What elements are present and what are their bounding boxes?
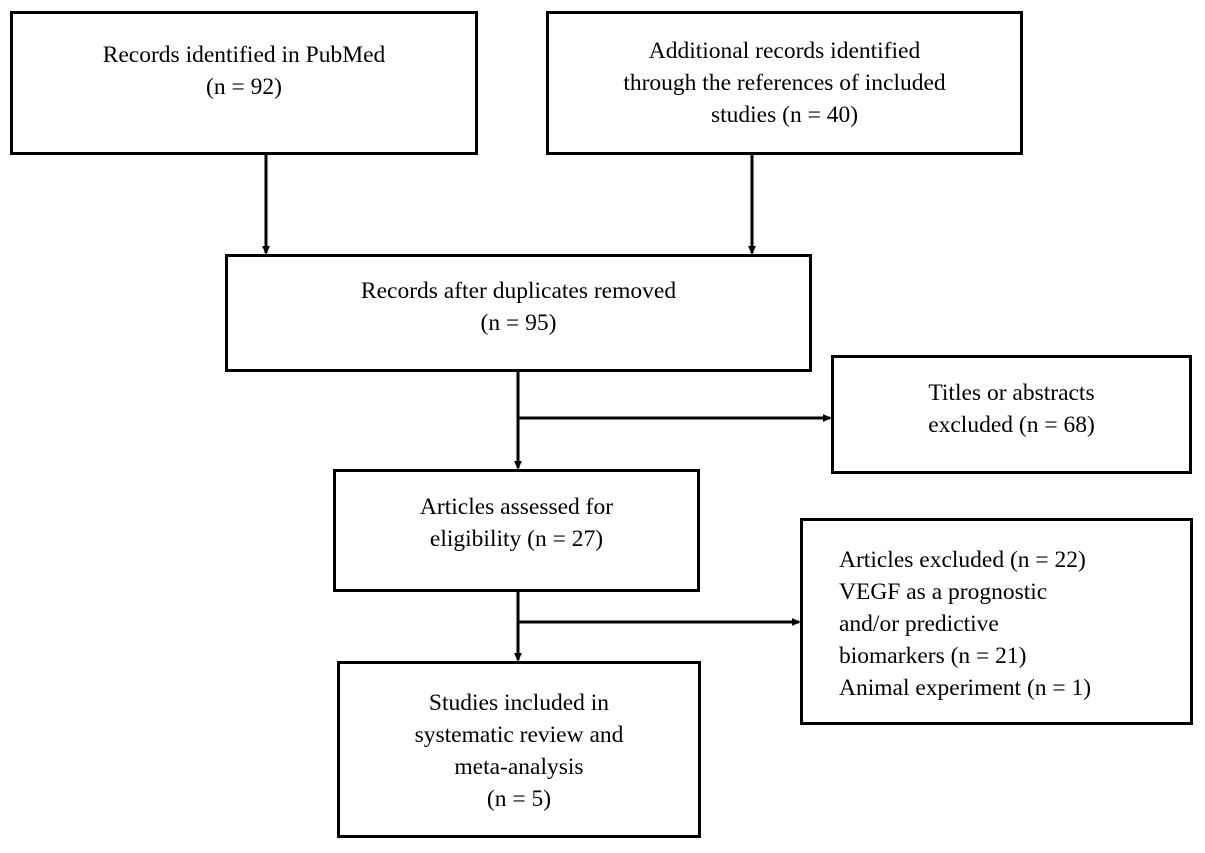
articles-assessed-eligibility-box: Articles assessed for eligibility (n = 2…: [333, 469, 700, 592]
records-after-duplicates-box: Records after duplicates removed (n = 95…: [225, 254, 812, 372]
additional-records-references-box-label: Additional records identified through th…: [623, 38, 946, 128]
studies-included-box-label: Studies included in systematic review an…: [414, 690, 624, 812]
articles-excluded-box-label: Articles excluded (n = 22) VEGF as a pro…: [839, 547, 1092, 701]
titles-abstracts-excluded-box: Titles or abstracts excluded (n = 68): [831, 355, 1192, 474]
records-after-duplicates-box-label: Records after duplicates removed (n = 95…: [360, 278, 677, 336]
additional-records-references-box: Additional records identified through th…: [546, 11, 1023, 155]
records-identified-pubmed-box: Records identified in PubMed (n = 92): [10, 11, 478, 155]
studies-included-box: Studies included in systematic review an…: [337, 661, 701, 838]
titles-abstracts-excluded-box-label: Titles or abstracts excluded (n = 68): [928, 380, 1095, 438]
articles-assessed-eligibility-box-label: Articles assessed for eligibility (n = 2…: [419, 494, 614, 552]
articles-excluded-box: Articles excluded (n = 22) VEGF as a pro…: [800, 518, 1193, 725]
records-identified-pubmed-box-label: Records identified in PubMed (n = 92): [102, 42, 386, 100]
